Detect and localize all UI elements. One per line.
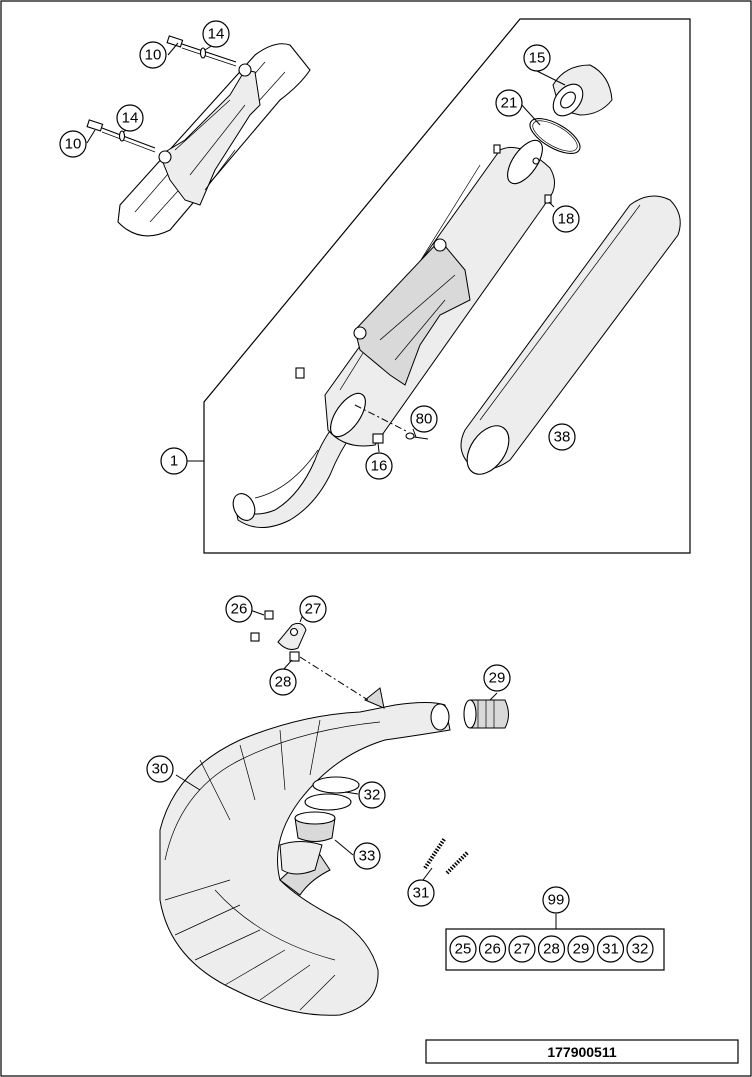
part-number-box: 177900511 [425, 1039, 739, 1064]
end-cap-drawing [529, 64, 613, 154]
callout-16: 16 [365, 452, 393, 480]
kit-item-32: 32 [626, 935, 654, 963]
callout-1: 1 [160, 447, 188, 475]
callout-14-upper: 14 [202, 20, 230, 48]
part-number: 177900511 [547, 1044, 617, 1060]
callout-18: 18 [552, 205, 580, 233]
svg-text:29: 29 [489, 670, 506, 687]
callout-30: 30 [146, 755, 174, 783]
kit-item-label: 28 [543, 941, 560, 958]
svg-text:38: 38 [554, 429, 571, 446]
kit-item-26: 26 [478, 935, 507, 963]
callout-33: 33 [353, 842, 381, 870]
callout-21: 21 [495, 89, 523, 117]
kit-item-25: 25 [449, 935, 477, 963]
svg-text:14: 14 [208, 26, 225, 43]
svg-text:99: 99 [548, 892, 565, 909]
bracket-parts-drawing [250, 610, 369, 701]
callout-80: 80 [410, 405, 438, 433]
gasket-lower-drawing [304, 793, 352, 811]
svg-text:33: 33 [359, 848, 376, 865]
kit-item-label: 29 [573, 941, 590, 958]
exhaust-pipe-drawing [159, 687, 451, 1016]
kit-item-label: 27 [514, 941, 531, 958]
bolt-10-upper-drawing [166, 35, 237, 67]
svg-text:10: 10 [145, 47, 162, 64]
callout-38: 38 [548, 423, 576, 451]
svg-text:27: 27 [305, 601, 322, 618]
svg-text:1: 1 [170, 453, 178, 470]
springs-drawing [423, 836, 470, 875]
svg-text:16: 16 [371, 458, 388, 475]
svg-text:28: 28 [275, 674, 292, 691]
svg-text:30: 30 [152, 761, 169, 778]
kit-item-label: 25 [455, 941, 472, 958]
flange-drawing [279, 811, 336, 875]
kit-item-29: 29 [567, 935, 595, 963]
kit-box: 25 26 27 28 29 31 32 [445, 928, 665, 971]
svg-text:80: 80 [416, 411, 433, 428]
callout-31: 31 [407, 879, 435, 907]
kit-item-31: 31 [596, 935, 625, 963]
callout-14-lower: 14 [116, 104, 144, 132]
callout-28: 28 [269, 668, 297, 696]
svg-text:31: 31 [413, 885, 430, 902]
svg-text:32: 32 [364, 787, 381, 804]
kit-item-28: 28 [537, 935, 566, 963]
rubber-sleeve-drawing [463, 699, 509, 729]
callout-29: 29 [483, 664, 511, 692]
callout-10-upper: 10 [139, 41, 167, 69]
svg-text:15: 15 [529, 50, 546, 67]
kit-item-27: 27 [508, 935, 536, 963]
svg-text:21: 21 [501, 95, 518, 112]
silencer-group-frame [203, 18, 691, 554]
svg-text:10: 10 [65, 136, 82, 153]
kit-item-label: 31 [602, 941, 619, 958]
callout-26: 26 [225, 595, 253, 623]
callout-10-lower: 10 [59, 130, 87, 158]
kit-item-label: 32 [632, 941, 649, 958]
callout-27: 27 [299, 595, 327, 623]
callout-99: 99 [542, 886, 570, 914]
svg-text:14: 14 [122, 110, 139, 127]
gasket-upper-drawing [312, 776, 360, 794]
mounting-inset [86, 35, 311, 237]
kit-items: 25 26 27 28 29 31 32 [449, 935, 654, 963]
silencer-packing-drawing [460, 195, 681, 475]
bolt-10-lower-drawing [86, 119, 156, 153]
silencer-assembly [232, 139, 555, 528]
kit-item-label: 26 [484, 941, 501, 958]
callout-32: 32 [358, 781, 386, 809]
svg-text:26: 26 [231, 601, 248, 618]
callout-15: 15 [523, 44, 551, 72]
svg-text:18: 18 [558, 211, 575, 228]
